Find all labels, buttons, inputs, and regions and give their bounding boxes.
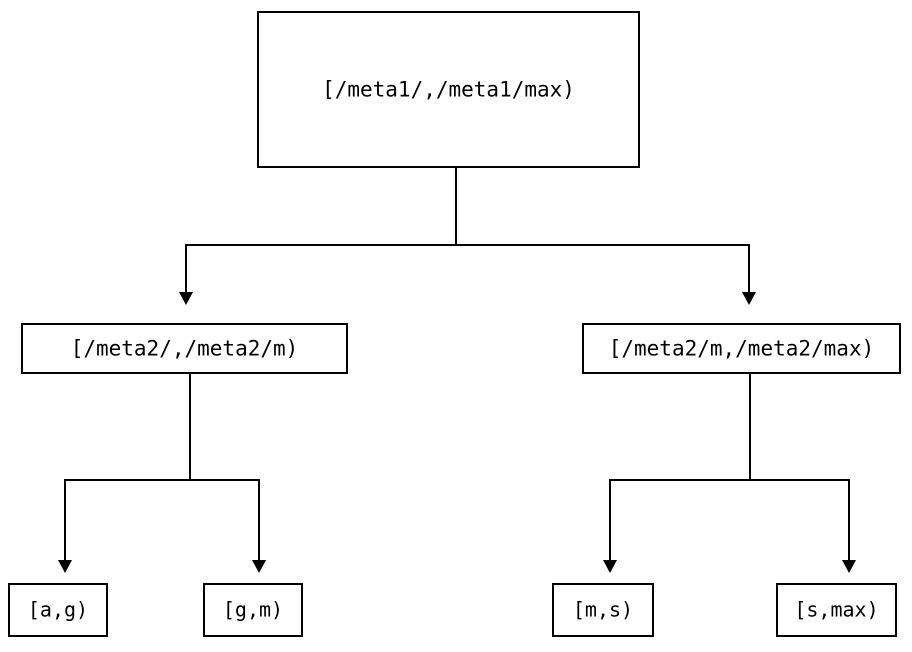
edge-group-mid-left (58, 373, 266, 573)
edge-root-to-mid-right (456, 243, 751, 292)
node-leaf-4-box (775, 582, 898, 638)
arrowhead-mid-right-to-leaf-3 (603, 560, 617, 573)
arrowhead-mid-right-to-leaf-4 (842, 560, 856, 573)
node-leaf-2-label: [g,m) (223, 598, 283, 622)
node-leaf-4[interactable]: [s,max) (775, 582, 898, 638)
edge-group-mid-right (603, 373, 856, 573)
node-leaf-1-box (7, 582, 109, 638)
node-leaf-1-label: [a,g) (28, 598, 88, 622)
node-mid-right-box (581, 322, 902, 375)
edge-group-root (179, 167, 756, 305)
arrowhead-mid-left-to-leaf-2 (252, 560, 266, 573)
edge-root-to-mid-left (184, 243, 456, 292)
node-mid-right-label: [/meta2/m,/meta2/max) (609, 337, 875, 361)
node-leaf-2[interactable]: [g,m) (202, 582, 304, 638)
edge-mid-right-to-leaf-3 (608, 478, 750, 560)
node-mid-right[interactable]: [/meta2/m,/meta2/max) (581, 322, 902, 375)
node-leaf-3-label: [m,s) (573, 598, 633, 622)
arrowhead-root-to-mid-right (742, 292, 756, 305)
node-leaf-1[interactable]: [a,g) (7, 582, 109, 638)
arrowhead-mid-left-to-leaf-1 (58, 560, 72, 573)
node-leaf-4-label: [s,max) (794, 598, 878, 622)
node-mid-left-label: [/meta2/,/meta2/m) (71, 337, 299, 361)
node-leaf-3[interactable]: [m,s) (551, 582, 655, 638)
node-root[interactable]: [/meta1/,/meta1/max) (256, 10, 641, 169)
node-mid-left[interactable]: [/meta2/,/meta2/m) (20, 322, 349, 375)
edge-mid-left-to-leaf-2 (190, 478, 261, 560)
node-leaf-3-box (551, 582, 655, 638)
node-mid-left-box (20, 322, 349, 375)
node-leaf-2-box (202, 582, 304, 638)
edge-mid-right-to-leaf-4 (750, 478, 851, 560)
arrowhead-root-to-mid-left (179, 292, 193, 305)
node-root-label: [/meta1/,/meta1/max) (322, 78, 575, 102)
edge-mid-left-to-leaf-1 (63, 478, 190, 560)
node-root-box (256, 10, 641, 169)
